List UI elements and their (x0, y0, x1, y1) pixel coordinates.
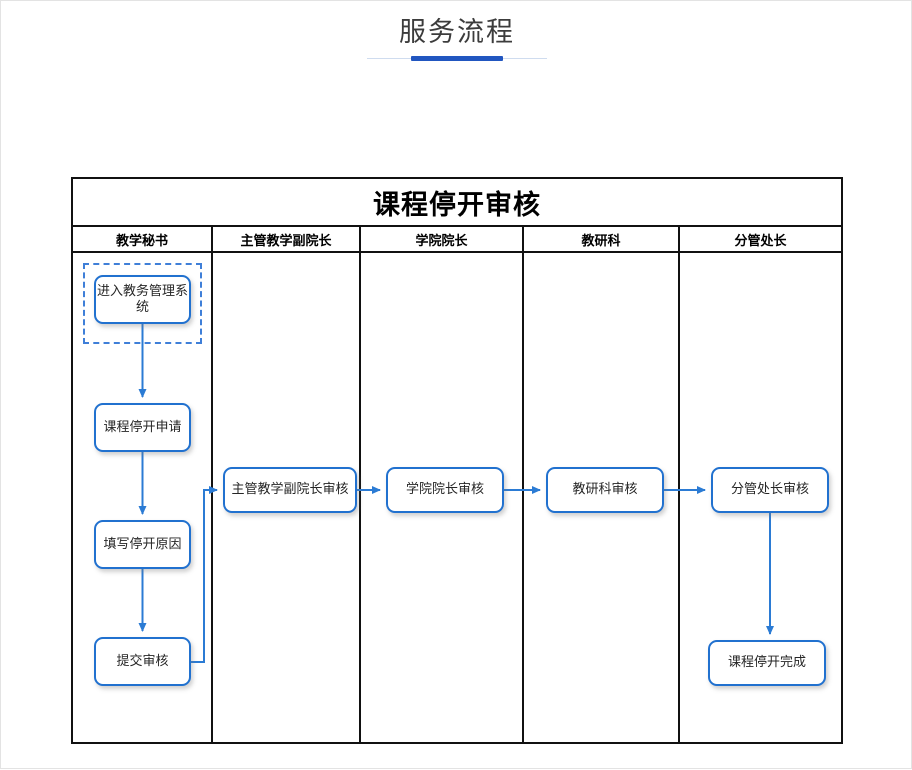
lane-header-jiaoyanke: 教研科 (524, 227, 680, 251)
lane-body-zhuguanfuyuanzhang (213, 253, 361, 742)
flow-node-vice-dean-review[interactable]: 主管教学副院长审核 (223, 467, 357, 513)
flow-node-submit[interactable]: 提交审核 (94, 637, 191, 686)
lane-body-xueyuanyuanzhang (361, 253, 524, 742)
flow-node-complete[interactable]: 课程停开完成 (708, 640, 826, 686)
flow-node-dean-review[interactable]: 学院院长审核 (386, 467, 504, 513)
node-selection-marquee[interactable] (83, 263, 202, 344)
page-title: 服务流程 (399, 17, 515, 48)
lane-body-jiaoyanke (524, 253, 680, 742)
flowchart-title: 课程停开审核 (373, 189, 541, 221)
flow-node-apply[interactable]: 课程停开申请 (94, 403, 191, 452)
page-header: 服务流程 (1, 1, 912, 81)
lane-header-row: 教学秘书 主管教学副院长 学院院长 教研科 分管处长 (73, 227, 841, 253)
lane-header-zhuguanfuyuanzhang: 主管教学副院长 (213, 227, 361, 251)
flow-node-research-office-review[interactable]: 教研科审核 (546, 467, 664, 513)
flow-node-reason[interactable]: 填写停开原因 (94, 520, 191, 569)
lane-header-fenguanchuzhang: 分管处长 (734, 233, 787, 249)
flow-node-director-review[interactable]: 分管处长审核 (711, 467, 829, 513)
flow-node-enter-system[interactable]: 进入教务管理系统 (94, 275, 191, 324)
lane-header-xueyuanyuanzhang: 学院院长 (361, 227, 524, 251)
title-divider-accent (411, 56, 503, 61)
lane-header-jiaoxuemishu: 教学秘书 (73, 227, 213, 251)
flowchart-title-row: 课程停开审核 (73, 179, 841, 227)
